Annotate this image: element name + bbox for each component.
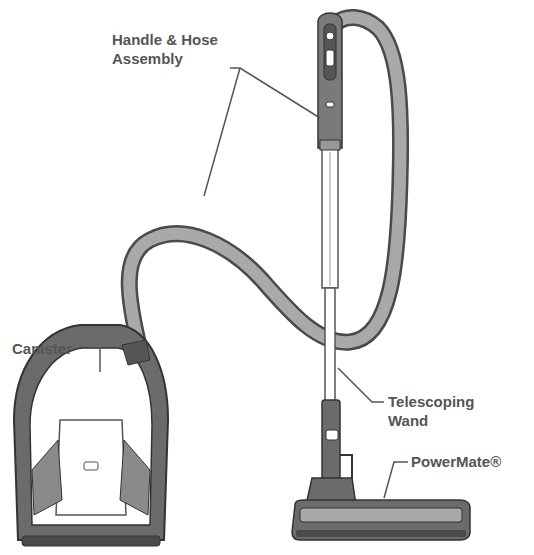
part-label: PowerMate® bbox=[411, 452, 526, 471]
leader-line bbox=[204, 68, 240, 196]
part-label: Canister bbox=[12, 339, 102, 358]
hose-inner bbox=[129, 17, 400, 350]
handle bbox=[318, 13, 342, 150]
part-label: Handle & Hose Assembly bbox=[112, 30, 230, 68]
telescoping-wand bbox=[322, 148, 338, 403]
leader-line bbox=[230, 68, 320, 118]
hose bbox=[129, 17, 400, 350]
leader-line bbox=[338, 368, 384, 402]
part-label: Telescoping Wand bbox=[388, 392, 498, 430]
leader-line bbox=[384, 462, 408, 498]
canister-body bbox=[14, 325, 168, 546]
leader-lines bbox=[90, 68, 408, 498]
leader-line bbox=[90, 348, 100, 372]
